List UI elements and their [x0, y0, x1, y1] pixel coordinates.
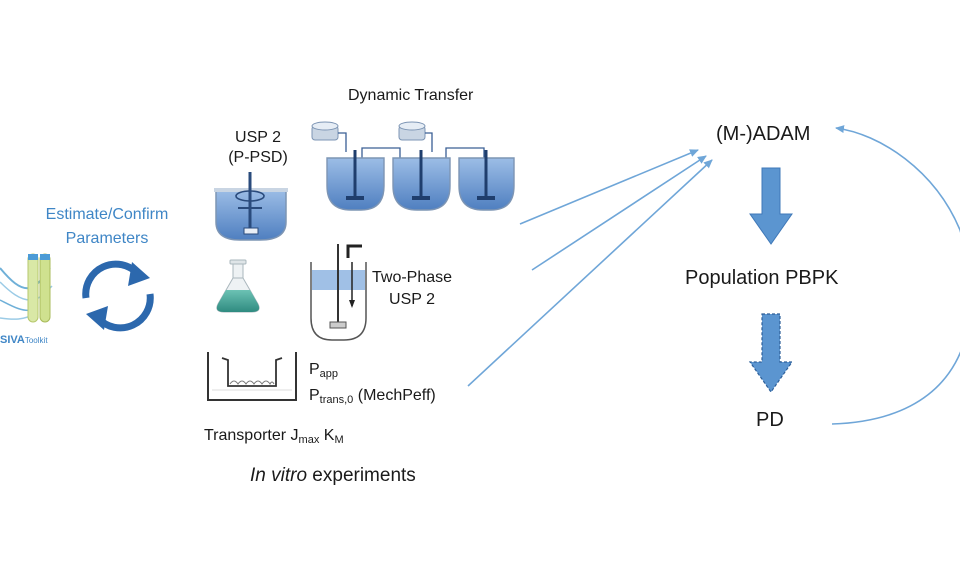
estimate-label: Estimate/Confirm Parameters — [42, 205, 172, 249]
transporter-label: Transporter Jmax KM — [204, 427, 344, 446]
pd-label: PD — [756, 409, 784, 431]
pbpk-label: Population PBPK — [685, 267, 839, 289]
transwell-graphic — [207, 352, 297, 401]
estimate-line2: Parameters — [65, 230, 149, 247]
two-phase-line1: Two-Phase — [372, 269, 453, 286]
siva-suffix: Toolkit — [24, 336, 48, 345]
down-arrow-adam-to-pbpk — [749, 167, 793, 245]
usp2-label: USP 2 (P-PSD) — [228, 128, 288, 168]
papp-text: Papp — [309, 361, 339, 380]
permeability-label: Papp Ptrans,0 (MechPeff) — [309, 360, 436, 410]
siva-brand: SIVA — [0, 334, 25, 346]
two-phase-line2: USP 2 — [389, 291, 435, 308]
usp2-line1: USP 2 — [235, 129, 281, 146]
in-vitro-rest: experiments — [307, 465, 416, 486]
dynamic-transfer-label: Dynamic Transfer — [348, 87, 474, 104]
ptrans-text: Ptrans,0 (MechPeff) — [309, 387, 436, 406]
usp2-vessel-graphic — [214, 172, 288, 241]
siva-toolkit-graphic — [0, 253, 53, 323]
two-phase-label: Two-Phase USP 2 — [372, 268, 452, 310]
in-vitro-caption: In vitro experiments — [250, 466, 416, 486]
down-arrow-pbpk-to-pd — [748, 313, 794, 394]
connector-arrows — [467, 125, 960, 425]
siva-toolkit-label: SIVAToolkit — [0, 330, 48, 351]
usp2-line2: (P-PSD) — [228, 149, 288, 166]
flask-icon — [216, 259, 260, 313]
adam-label: (M-)ADAM — [716, 123, 811, 145]
in-vitro-italic: In vitro — [250, 465, 308, 486]
cycle-arrows-icon — [82, 260, 154, 332]
test-tube-icon — [27, 253, 51, 323]
estimate-line1: Estimate/Confirm — [45, 206, 169, 223]
two-phase-usp2-graphic — [310, 244, 367, 341]
dynamic-transfer-graphic — [311, 121, 515, 211]
